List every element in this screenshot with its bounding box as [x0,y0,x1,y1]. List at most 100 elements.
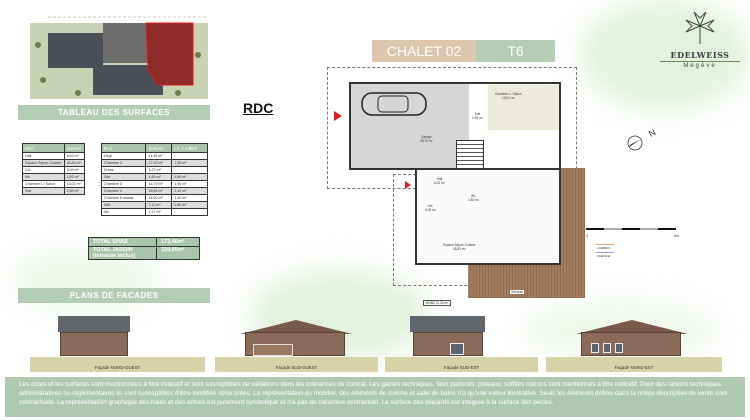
cell: 1,40 m² [171,194,208,202]
garage-entry-arrow-icon [334,111,342,121]
shab-label: SHAB 74,33 m² [423,300,452,306]
cell: 4,27 m² [145,166,173,174]
garage-room [351,84,469,168]
legal-disclaimer: Les cotes et les surfaces sont mentionné… [5,377,745,417]
total-jardin-sub: (terrasse inclus) [93,253,136,259]
facade-sud-ouest: Façade SUD-OUEST [215,316,378,372]
cell: 11,45 m² [145,152,173,160]
cell: Wc [100,208,147,216]
facade-label: Façade NORD-EST [614,365,654,370]
staircase [456,140,484,169]
cell: Hall [22,152,65,160]
chambre-room [488,85,559,130]
legend-swatch [596,244,614,245]
wc-label: Wc [471,194,476,198]
total-shab-label: TOTAL SHAB [88,237,157,247]
sde-area: 2,59 m² [472,116,483,120]
garage-label: Garage [420,135,432,139]
cell: 13,01 m² [63,180,85,188]
sejour-area: 48,83 m² [452,247,466,251]
cell: 48,83 m² [63,159,85,167]
cell: Espace Séjour-Cuisine [22,159,65,167]
cell: 0,59 m² [171,173,208,181]
legend-lambris: LAMBRIS [597,246,611,250]
terrasse-label: Terrasse [511,290,524,294]
cel-area: 2,09 m² [425,208,436,212]
cell: Cel. [22,166,65,174]
cell: 7,11 m² [145,201,173,209]
facade-sud-est: Façade SUD-EST [385,316,538,372]
hall-label: Hall [436,177,443,181]
cell: Dress [100,166,147,174]
wc-area: 1,83 m² [468,198,479,202]
plan-lower-walls [415,168,561,265]
cell: Chambre 3 [100,180,147,188]
cell: 1,30 m² [171,159,208,167]
col-header: inf. à 1.80m [171,143,208,153]
cell: 16,79 m² [145,180,173,188]
car-icon [361,92,427,116]
cell: Sde [22,187,65,195]
sejour-label: Espace Séjour-Cuisine [443,243,476,247]
table-row: Cel.2,09 m² [22,166,85,174]
col-header: Surface [145,143,173,153]
edelweiss-flower-icon [685,11,715,44]
cell: 4,83 m² [145,173,173,181]
cell: Sdb [100,201,147,209]
facade-nord-est: Façade NORD-EST [546,316,722,372]
cell: Sde [100,173,147,181]
facade-label: Façade SUD-EST [443,365,480,370]
type-badge: T6 [476,40,555,62]
total-jardin-value: 339,05m² [156,246,200,260]
cell [171,208,208,216]
cell: Chambre 2 [100,159,147,167]
cell: 6,02 m² [63,152,85,160]
cell [171,152,208,160]
main-entry-arrow-icon [405,181,411,189]
cell: 2,59 m² [63,187,85,195]
chambre-label: Chambre 1 / Salon [495,92,522,96]
logo-name: EDELWEISS [660,50,740,62]
site-plan-aerial [30,16,208,99]
tableau-surfaces-heading: TABLEAU DES SURFACES [18,105,210,120]
hall-area: 6,02 m² [434,181,445,185]
cell: 2,10 m² [171,187,208,195]
cell: 17,13 m² [145,159,173,167]
scale-start: 0 [586,234,588,238]
scale-end: 5m [674,234,679,238]
cell: 0,89 m² [171,201,208,209]
col-header: RDC [22,143,65,153]
cell: 1,17 m² [145,208,173,216]
cell [171,166,208,174]
cell: 1,83 m² [63,173,85,181]
facade-label: Façade NORD-OUEST [94,365,141,370]
garage-area: 25,70 m² [420,139,433,143]
cell: Chambre 1 / Salon [22,180,65,188]
legend-faience: FAIENCE [597,254,610,258]
legend-swatch [596,252,614,253]
facade-nord-ouest: Façade NORD-OUEST [30,316,205,372]
chambre-area: 13,01 m² [501,96,515,100]
cell: 18,00 m² [145,194,173,202]
plans-facades-heading: PLANS DE FACADES [18,288,210,303]
col-header: Surface [63,143,85,153]
north-compass-icon [627,135,643,151]
cell: Chambre 5 master [100,194,147,202]
scale-bar [586,228,676,230]
cell: 18,62 m² [145,187,173,195]
